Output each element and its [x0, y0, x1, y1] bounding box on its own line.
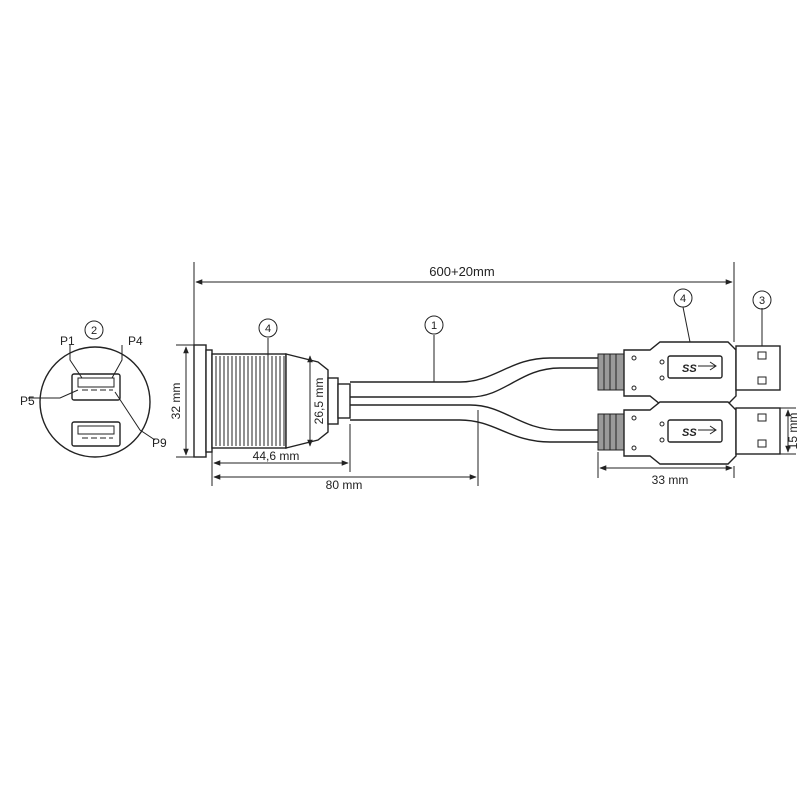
dimension-lines: [176, 262, 796, 486]
usb-trident-icon-upper: [698, 361, 717, 371]
pin-label-p5: P5: [20, 394, 35, 408]
dim-total-length: 600+20mm: [429, 264, 494, 279]
panel-socket: [193, 344, 351, 458]
cables: [350, 357, 600, 443]
dim-panel-height: 32 mm: [169, 383, 183, 420]
callout-circle-plug-tip: [752, 290, 772, 310]
dim-split-length: 80 mm: [326, 478, 363, 492]
callout-plug-tip: 3: [759, 295, 765, 307]
callout-circle-cable: [424, 315, 444, 335]
dim-plug-length: 33 mm: [652, 473, 689, 487]
callout-circle-plug-body: [673, 288, 693, 308]
ss-logo-upper: SS: [682, 363, 697, 375]
callout-cable: 1: [431, 320, 437, 332]
dim-thread-diameter: 26,5 mm: [312, 378, 326, 425]
lower-usb-plug: [597, 401, 781, 465]
callout-circle-thread: [258, 318, 278, 338]
ss-logo-lower: SS: [682, 427, 697, 439]
dim-plug-width: 15 mm: [786, 413, 800, 450]
pin-label-p4: P4: [128, 334, 143, 348]
callout-leaders: [267, 306, 763, 382]
callout-plug-body: 4: [680, 293, 686, 305]
callout-socket-face: 2: [91, 325, 97, 337]
pin-label-p1: P1: [60, 334, 75, 348]
callout-thread: 4: [265, 323, 271, 335]
socket-face-detail: [28, 345, 156, 458]
dim-socket-length: 44,6 mm: [253, 449, 300, 463]
upper-usb-plug: [597, 341, 781, 405]
pin-label-p9: P9: [152, 436, 167, 450]
callout-circle-socket-face: [84, 320, 104, 340]
usb-trident-icon-lower: [698, 425, 717, 435]
